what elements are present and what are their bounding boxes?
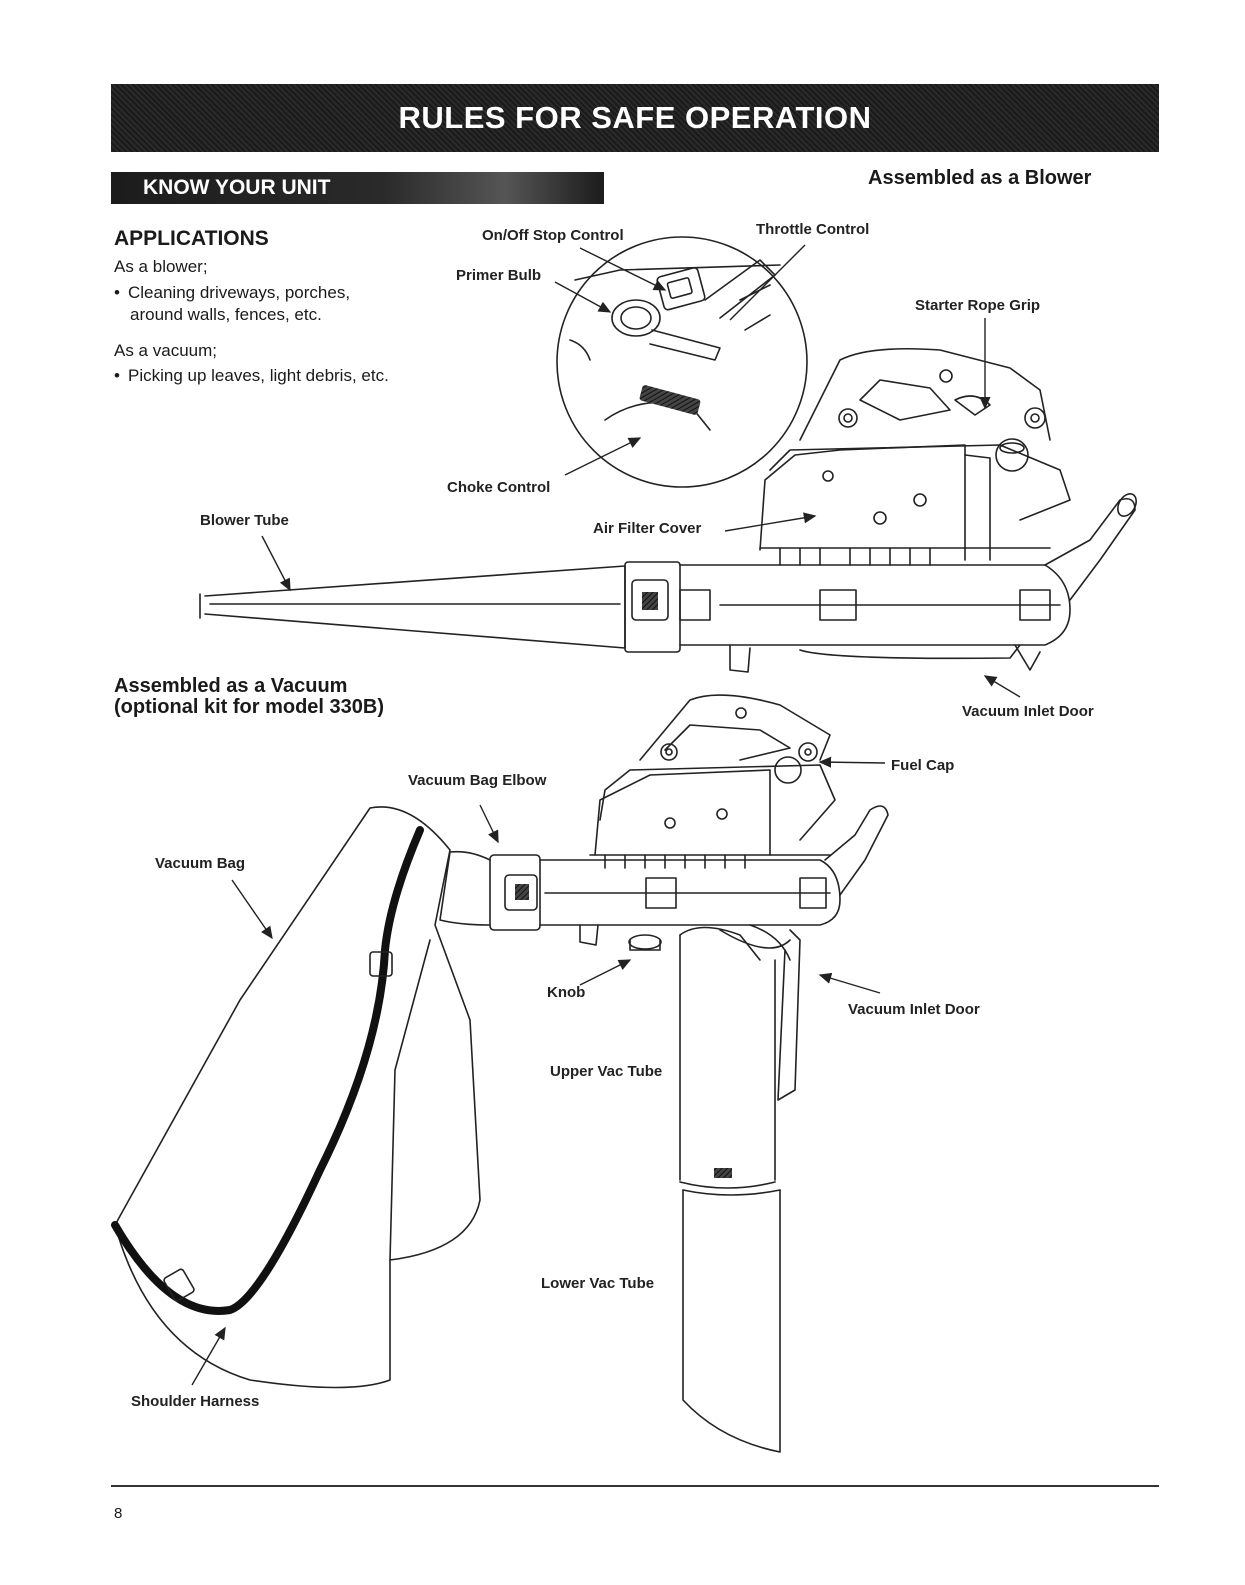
- label-knob: Knob: [547, 984, 586, 1001]
- section-title: KNOW YOUR UNIT: [143, 176, 331, 199]
- label-upper-vac-tube: Upper Vac Tube: [550, 1063, 663, 1080]
- vacuum-bag: [114, 806, 481, 1389]
- label-fuel-cap: Fuel Cap: [891, 757, 955, 774]
- fuel-cap: [995, 438, 1029, 472]
- vacuum-heading-line2: (optional kit for model 330B): [114, 696, 385, 718]
- blower-tube: [204, 565, 626, 649]
- vacuum-bag-elbow: [489, 854, 541, 931]
- label-throttle-control: Throttle Control: [756, 221, 870, 238]
- label-lower-vac-tube: Lower Vac Tube: [541, 1275, 655, 1292]
- label-choke-control: Choke Control: [447, 479, 551, 496]
- section-bar: KNOW YOUR UNIT: [111, 172, 604, 204]
- bullet-mark: •: [114, 283, 120, 302]
- vacuum-inlet-door: [777, 929, 801, 1101]
- blower-bullet: • Cleaning driveways, porches, around wal…: [114, 282, 350, 326]
- label-vacuum-inlet-door-blower: Vacuum Inlet Door: [962, 703, 1094, 720]
- label-vacuum-bag-elbow: Vacuum Bag Elbow: [408, 772, 547, 789]
- label-shoulder-harness: Shoulder Harness: [131, 1393, 260, 1410]
- controls-detail-circle: [556, 236, 808, 488]
- label-primer-bulb: Primer Bulb: [456, 267, 542, 284]
- label-blower-tube: Blower Tube: [200, 512, 289, 529]
- bullet-mark: •: [114, 366, 120, 385]
- blower-bullet-line2: around walls, fences, etc.: [130, 305, 322, 324]
- page-number: 8: [114, 1505, 123, 1522]
- upper-vac-tube: [679, 934, 776, 1181]
- blower-heading: Assembled as a Blower: [868, 167, 1092, 189]
- applications-title: APPLICATIONS: [114, 227, 269, 250]
- label-onoff-stop-control: On/Off Stop Control: [482, 227, 624, 244]
- label-starter-rope-grip: Starter Rope Grip: [915, 297, 1041, 314]
- vacuum-bullet-text: Picking up leaves, light debris, etc.: [128, 366, 389, 385]
- vacuum-heading: Assembled as a Vacuum (optional kit for …: [114, 676, 384, 718]
- vacuum-intro: As a vacuum;: [114, 341, 217, 360]
- blower-bullet-line1: Cleaning driveways, porches,: [128, 283, 351, 302]
- banner-title: RULES FOR SAFE OPERATION: [398, 100, 872, 135]
- lower-vac-tube: [682, 1189, 781, 1453]
- label-vacuum-inlet-door-vacuum: Vacuum Inlet Door: [848, 1001, 980, 1018]
- knob: [628, 934, 662, 950]
- label-vacuum-bag: Vacuum Bag: [155, 855, 246, 872]
- banner: RULES FOR SAFE OPERATION: [111, 84, 1159, 152]
- label-air-filter-cover: Air Filter Cover: [593, 520, 702, 537]
- air-filter-cover: [759, 444, 966, 561]
- primer-bulb: [611, 299, 661, 337]
- blower-intro: As a blower;: [114, 257, 208, 276]
- vacuum-bullet: • Picking up leaves, light debris, etc.: [114, 365, 389, 387]
- footer-rule: [111, 1485, 1159, 1487]
- vacuum-heading-line1: Assembled as a Vacuum: [114, 675, 348, 697]
- shoulder-harness: [111, 826, 424, 1315]
